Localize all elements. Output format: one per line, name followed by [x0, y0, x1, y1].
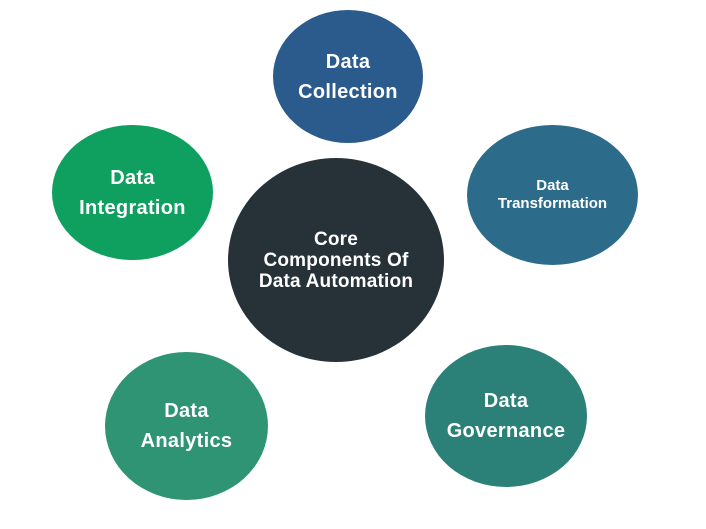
- collection-label-line-1: Data: [325, 50, 371, 73]
- node-data-collection-label: Data Collection: [298, 47, 398, 107]
- node-data-integration-label: Data Integration: [79, 163, 186, 223]
- integration-label-line-1: Data: [110, 166, 155, 189]
- governance-label-line-2: Governance: [446, 420, 566, 442]
- analytics-label-line-1: Data: [164, 400, 209, 422]
- center-node-core-components: Core Components Of Data Automation: [228, 158, 444, 362]
- node-data-analytics-label: Data Analytics: [141, 396, 233, 456]
- node-data-transformation-label: Data Transformation: [498, 177, 607, 213]
- transformation-label-line-2: Transformation: [497, 195, 608, 212]
- center-node-label: Core Components Of Data Automation: [259, 229, 413, 292]
- node-data-integration: Data Integration: [52, 125, 213, 260]
- collection-label-line-2: Collection: [298, 80, 398, 103]
- node-data-governance: Data Governance: [425, 345, 587, 487]
- transformation-label-line-1: Data: [536, 177, 569, 194]
- node-data-collection: Data Collection: [273, 10, 423, 143]
- node-data-transformation: Data Transformation: [467, 125, 638, 265]
- analytics-label-line-2: Analytics: [140, 430, 233, 452]
- center-label-line-2: Components Of: [263, 249, 409, 271]
- center-label-line-3: Data Automation: [258, 270, 414, 292]
- center-label-line-1: Core: [313, 228, 359, 250]
- integration-label-line-2: Integration: [79, 196, 186, 219]
- node-data-analytics: Data Analytics: [105, 352, 268, 500]
- governance-label-line-1: Data: [483, 390, 529, 412]
- node-data-governance-label: Data Governance: [447, 386, 566, 446]
